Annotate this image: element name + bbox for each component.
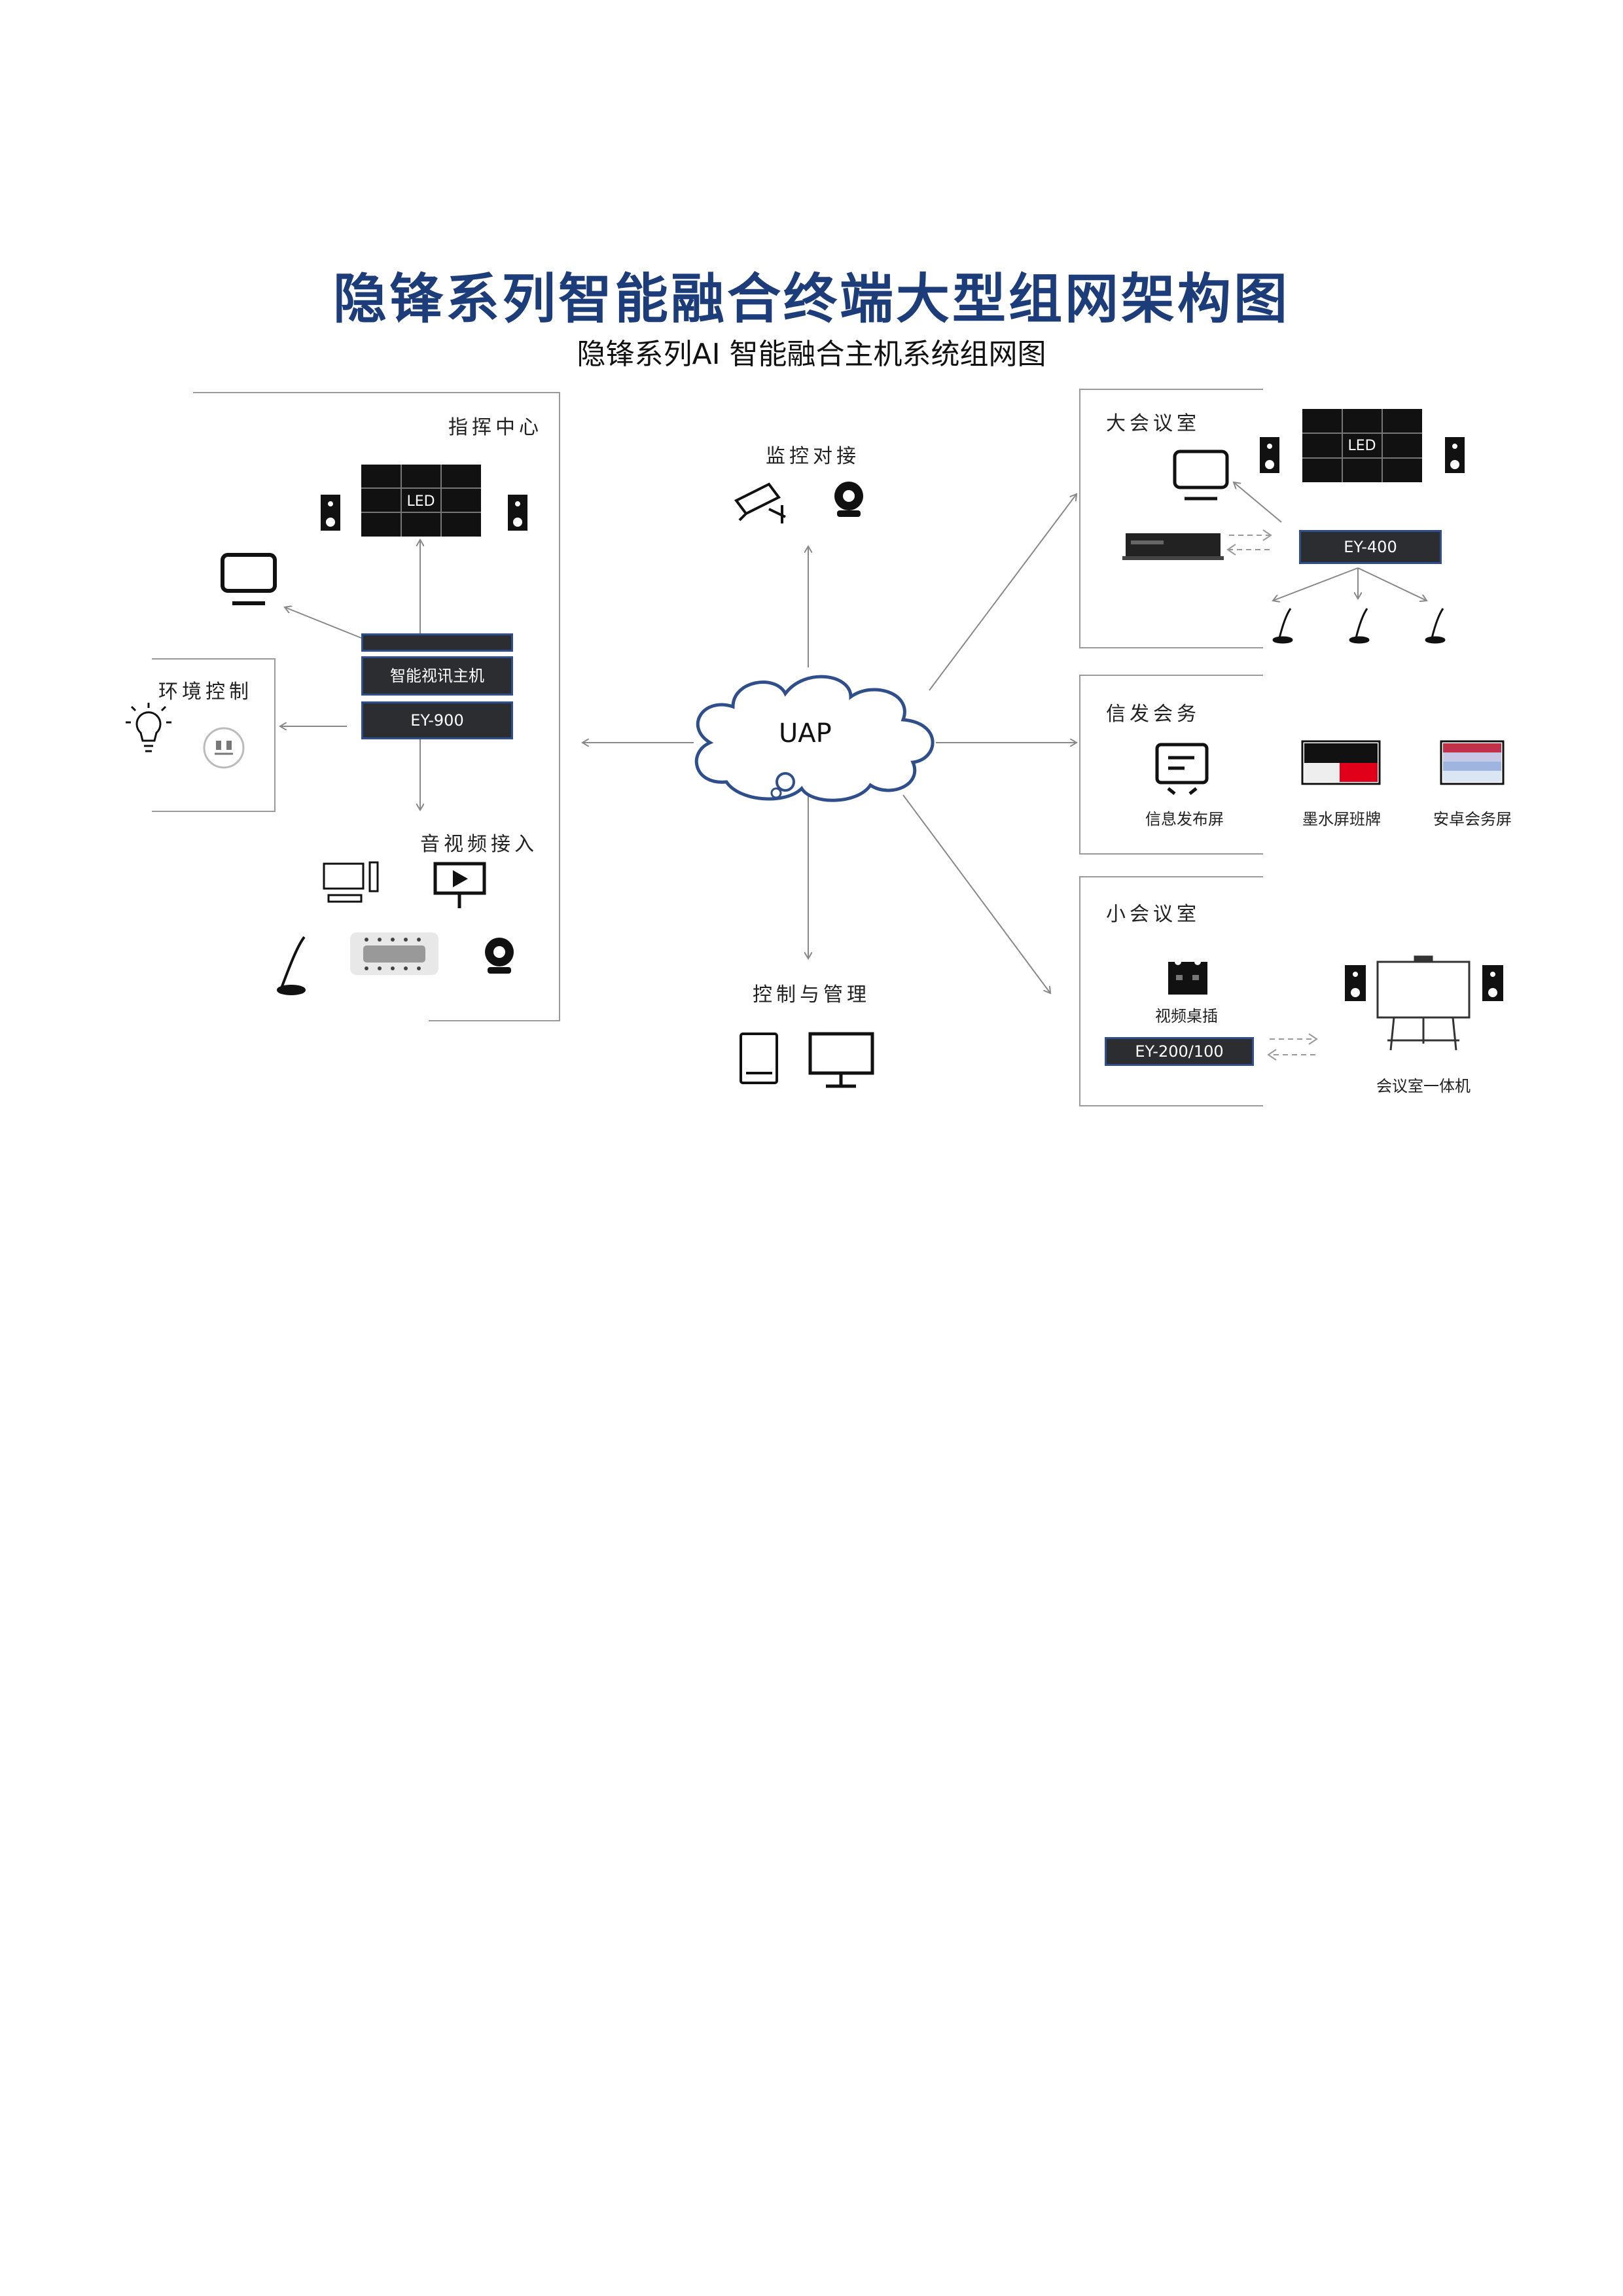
host-label-box: 智能视讯主机	[361, 656, 513, 696]
array-mic-icon	[350, 932, 438, 975]
connections	[280, 482, 1427, 993]
av-access-label: 音视频接入	[420, 833, 538, 856]
meeting-board-icon	[1376, 955, 1471, 1051]
video-desk-plug-label: 视频桌插	[1155, 1007, 1218, 1025]
info-screen-label: 信息发布屏	[1145, 810, 1224, 828]
large-meeting-label: 大会议室	[1106, 412, 1200, 435]
dashed-links	[1229, 535, 1315, 1055]
uap-to-large-meeting-arrow	[929, 494, 1077, 691]
command-led-label: LED	[406, 493, 435, 510]
large-led-label: LED	[1347, 438, 1376, 454]
command-center-frame	[193, 392, 560, 1021]
host-top-strip	[361, 633, 513, 652]
env-control-label: 环境控制	[158, 680, 253, 703]
monitor-icon	[808, 1032, 874, 1088]
webcam-icon	[834, 482, 863, 517]
publish-frame	[1079, 675, 1263, 855]
tablet-icon	[740, 1033, 778, 1084]
info-screen-icon	[1155, 743, 1209, 795]
speaker-icon	[1260, 437, 1279, 473]
video-desk-plug-icon	[1168, 959, 1207, 995]
small-meeting-frame	[1079, 876, 1263, 1106]
speaker-icon	[1345, 965, 1366, 1001]
e-ink-label: 墨水屏班牌	[1302, 810, 1381, 828]
cctv-camera-icon	[734, 482, 786, 523]
command-center-label: 指挥中心	[448, 416, 543, 439]
socket-icon	[203, 727, 245, 769]
speaker-icon	[1445, 437, 1465, 473]
page-subtitle: 隐锋系列AI 智能融合主机系统组网图	[577, 338, 1046, 371]
meeting-board-label: 会议室一体机	[1376, 1077, 1471, 1095]
gooseneck-mic-icon	[277, 936, 306, 995]
monitoring-label: 监控对接	[766, 445, 860, 468]
env-control-frame	[152, 658, 276, 812]
gooseneck-mic-icon	[1272, 608, 1293, 644]
host-model-box: EY-900	[361, 701, 513, 739]
uap-to-small-meeting-arrow	[902, 794, 1050, 993]
ey400-to-mic3-arrow	[1357, 567, 1427, 601]
bulb-icon	[126, 703, 171, 752]
host-to-tv-arrow	[285, 607, 362, 639]
speaker-icon	[1482, 965, 1503, 1001]
android-screen-label: 安卓会务屏	[1433, 810, 1512, 828]
large-meeting-frame	[1079, 389, 1263, 648]
set-top-box-icon	[1122, 533, 1224, 560]
ey400-box: EY-400	[1299, 530, 1442, 564]
ey200-box: EY-200/100	[1105, 1037, 1254, 1066]
speaker-icon	[321, 495, 340, 531]
camera-icon	[485, 938, 514, 974]
ey400-to-mic1-arrow	[1273, 567, 1359, 601]
small-meeting-label: 小会议室	[1106, 903, 1200, 926]
command-led-wall-icon: LED	[361, 465, 481, 537]
gooseneck-mic-icon	[1349, 608, 1370, 644]
large-led-wall-icon: LED	[1302, 409, 1422, 482]
gooseneck-mic-icon	[1425, 608, 1446, 644]
pc-icon	[323, 861, 379, 903]
android-screen-icon	[1440, 740, 1505, 785]
uap-label: UAP	[779, 718, 832, 749]
e-ink-doorplate-icon	[1301, 740, 1381, 785]
control-mgmt-label: 控制与管理	[753, 983, 870, 1006]
publish-label: 信发会务	[1106, 703, 1200, 726]
uap-cloud	[694, 675, 935, 802]
tv-icon	[221, 553, 277, 605]
page-title: 隐锋系列智能融合终端大型组网架构图	[332, 268, 1290, 330]
tv-icon	[1173, 450, 1229, 501]
projector-icon	[433, 862, 486, 908]
ey400-to-tv-arrow	[1234, 482, 1282, 523]
speaker-icon	[508, 495, 527, 531]
